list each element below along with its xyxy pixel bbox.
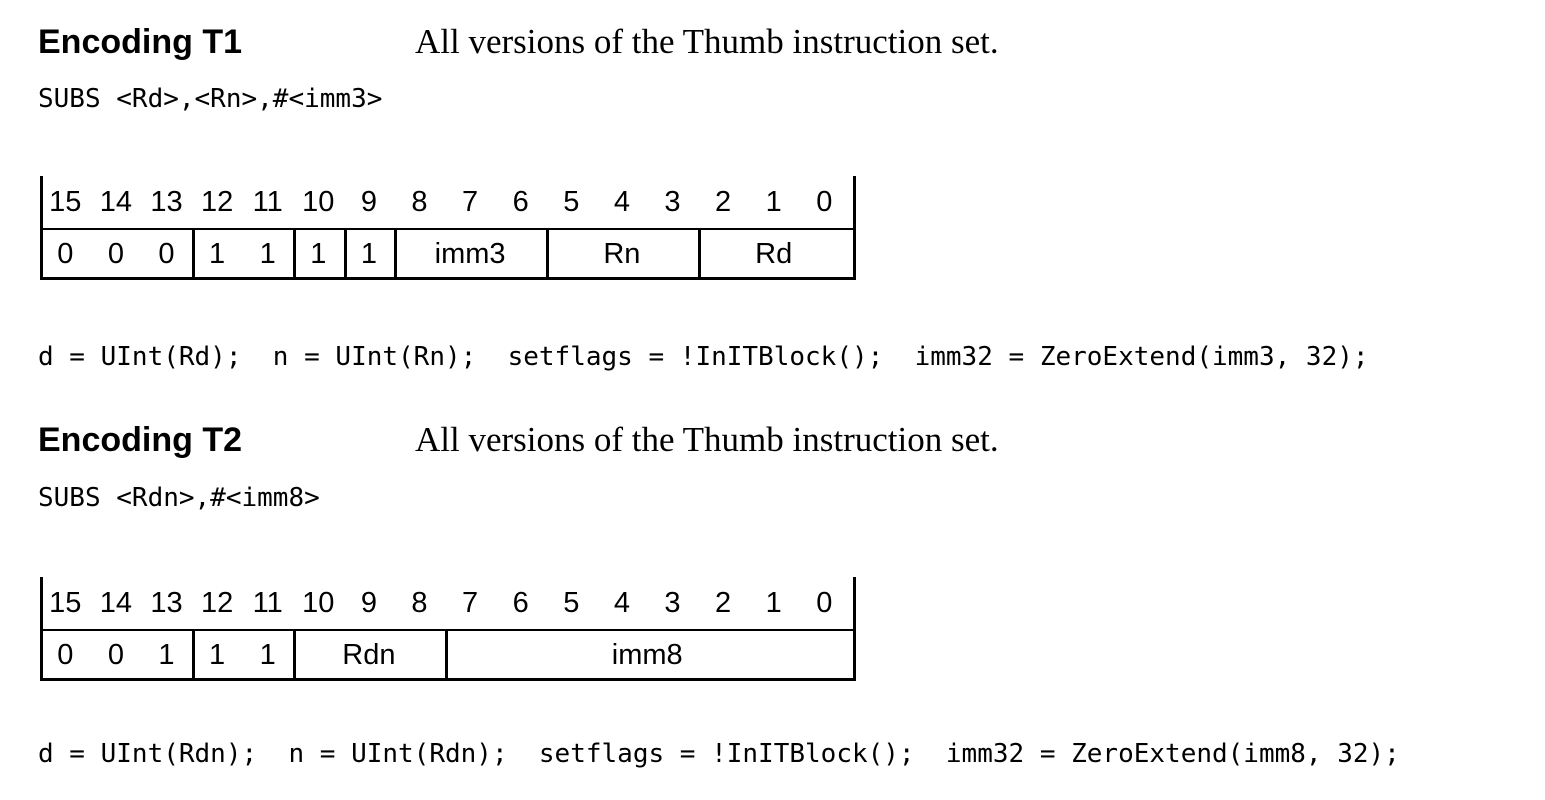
field-divider	[293, 228, 296, 280]
field-divider	[293, 629, 296, 681]
bit-number: 4	[613, 587, 630, 619]
bit-row-edge	[40, 577, 43, 629]
bit-field: Rn	[603, 238, 641, 270]
bit-field: 1	[209, 639, 226, 671]
bit-field: imm8	[611, 639, 683, 671]
bit-field: Rd	[755, 238, 793, 270]
bit-number: 3	[664, 186, 681, 218]
bit-number: 7	[462, 186, 479, 218]
field-divider	[191, 228, 195, 280]
bit-number: 12	[200, 186, 234, 218]
bit-number: 15	[49, 186, 82, 218]
horizontal-rule	[40, 629, 856, 631]
bit-number: 13	[150, 186, 183, 218]
bit-field: imm3	[434, 238, 506, 270]
bit-number: 9	[360, 587, 377, 619]
bit-field: 1	[259, 238, 276, 270]
bit-field: 0	[107, 639, 124, 671]
bit-number: 8	[411, 186, 428, 218]
bit-number: 2	[715, 587, 732, 619]
bit-number: 14	[99, 587, 133, 619]
bit-number: 11	[252, 587, 283, 619]
field-divider	[394, 228, 398, 280]
bit-number: 4	[613, 186, 630, 218]
bit-number: 1	[765, 587, 782, 619]
bit-number: 5	[563, 186, 580, 218]
bit-row-edge	[40, 176, 43, 228]
field-divider	[40, 629, 43, 681]
bit-row-edge	[853, 577, 856, 629]
bit-number: 8	[411, 587, 428, 619]
bit-field: 0	[57, 639, 74, 671]
bit-field: 1	[209, 238, 226, 270]
field-divider	[40, 228, 43, 280]
bit-number: 3	[664, 587, 681, 619]
bit-number: 6	[512, 186, 529, 218]
encoding-t2-description: All versions of the Thumb instruction se…	[415, 420, 999, 459]
bit-field: 0	[57, 238, 74, 270]
bit-number: 0	[816, 186, 833, 218]
bit-field: 1	[310, 238, 327, 270]
encoding-t1-description: All versions of the Thumb instruction se…	[415, 22, 999, 61]
bit-field: 1	[158, 639, 175, 671]
bit-number: 7	[462, 587, 479, 619]
field-divider	[343, 228, 347, 280]
bit-number: 15	[49, 587, 82, 619]
bit-number: 9	[360, 186, 377, 218]
field-divider	[444, 629, 448, 681]
field-divider	[853, 629, 856, 681]
bit-number: 10	[302, 186, 335, 218]
bit-field-row: 0 0 1 1 1 Rdn imm8	[40, 629, 856, 681]
bit-number: 13	[150, 587, 183, 619]
bit-number: 2	[715, 186, 732, 218]
bit-number: 5	[563, 587, 580, 619]
bit-field-row: 0 0 0 1 1 1 1 imm3 Rn Rd	[40, 228, 856, 280]
field-divider	[191, 629, 195, 681]
bit-field: 1	[259, 639, 276, 671]
bit-number: 12	[200, 587, 234, 619]
field-divider	[546, 228, 549, 280]
bit-field: Rdn	[342, 639, 396, 671]
bit-number: 11	[252, 186, 283, 218]
horizontal-rule	[40, 678, 856, 681]
encoding-t2-pseudocode: d = UInt(Rdn); n = UInt(Rdn); setflags =…	[38, 739, 1400, 769]
field-divider	[697, 228, 701, 280]
encoding-t2-heading: Encoding T2	[38, 421, 242, 459]
bit-number: 6	[512, 587, 529, 619]
encoding-t1-heading: Encoding T1	[38, 23, 242, 61]
horizontal-rule	[40, 277, 856, 280]
bit-number: 0	[816, 587, 833, 619]
bit-number: 14	[99, 186, 133, 218]
encoding-t1-syntax: SUBS <Rd>,<Rn>,#<imm3>	[38, 84, 383, 114]
bit-field: 1	[360, 238, 377, 270]
bit-field: 0	[158, 238, 175, 270]
horizontal-rule	[40, 228, 856, 230]
encoding-t1-pseudocode: d = UInt(Rd); n = UInt(Rn); setflags = !…	[38, 342, 1369, 372]
bit-number: 10	[302, 587, 335, 619]
encoding-t2-syntax: SUBS <Rdn>,#<imm8>	[38, 483, 320, 513]
field-divider	[853, 228, 856, 280]
bit-row-edge	[853, 176, 856, 228]
bit-field: 0	[107, 238, 124, 270]
bit-number: 1	[765, 186, 782, 218]
